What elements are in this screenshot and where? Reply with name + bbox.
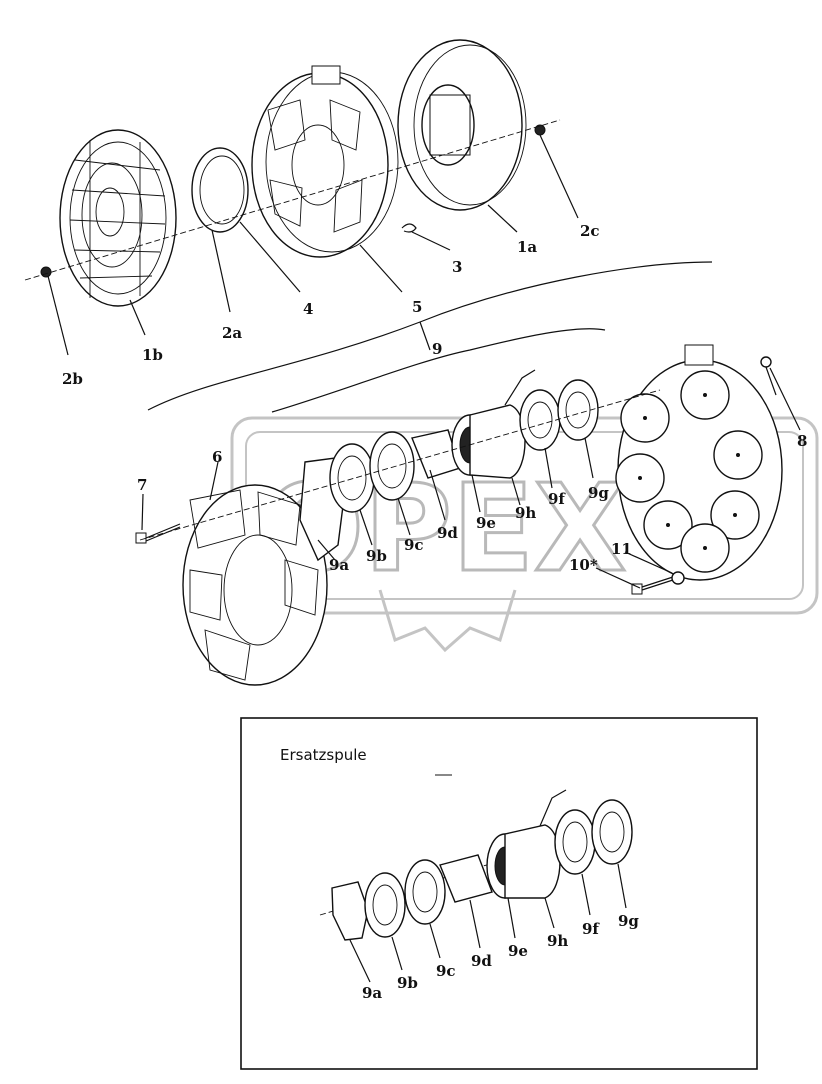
inset-9a-coil-seal (331, 881, 369, 941)
leader-lines-lower (141, 367, 801, 589)
inset-callout-9a: 9a (362, 984, 382, 1002)
callout-9f: 9f (548, 490, 566, 508)
part-9b-washer (329, 443, 375, 513)
callout-9g: 9g (588, 484, 609, 502)
callout-labels: 1a 1b 2a 2b 2c 3 4 5 6 7 8 9 9a 9b 9c 9d… (62, 222, 807, 574)
callout-8: 8 (797, 432, 807, 450)
callout-1b: 1b (142, 346, 163, 364)
part-1b-fan-disc (59, 129, 177, 307)
part-2b-nut (40, 266, 52, 278)
inset-9c-washer (404, 859, 446, 925)
inset-callout-9f: 9f (582, 920, 600, 938)
part-9c-washer (369, 431, 415, 501)
inset-callout-9b: 9b (397, 974, 418, 992)
callout-9h: 9h (515, 504, 536, 522)
callout-3: 3 (452, 258, 462, 276)
axis-line-lower (139, 389, 661, 541)
inset-callout-9d: 9d (471, 952, 492, 970)
inset-9h-coil-body (504, 789, 567, 899)
callout-9b: 9b (366, 547, 387, 565)
callout-1a: 1a (517, 238, 537, 256)
inset-9d-sleeve (439, 854, 493, 903)
inset-callout-9h: 9h (547, 932, 568, 950)
inset-replacement-coil: Ersatzspule (240, 717, 758, 1070)
inset-callout-9c: 9c (436, 962, 456, 980)
callout-4: 4 (303, 300, 313, 318)
leader-lines-upper (47, 134, 579, 356)
part-9-cable (147, 261, 713, 413)
part-2a-ring (191, 147, 249, 233)
part-1a-brake-disc (397, 39, 527, 211)
callout-9c: 9c (404, 536, 424, 554)
part-8-bolt (760, 356, 777, 396)
part-5-housing (251, 65, 399, 258)
callout-5: 5 (412, 298, 422, 316)
callout-2b: 2b (62, 370, 83, 388)
part-2c-nut (534, 124, 546, 136)
callout-9a: 9a (329, 556, 349, 574)
callout-6: 6 (212, 448, 222, 466)
callout-9: 9 (432, 340, 442, 358)
callout-2c: 2c (580, 222, 600, 240)
inset-callout-9e: 9e (508, 942, 528, 960)
part-8-magnet-housing (615, 344, 783, 581)
inset-9g-washer (591, 799, 633, 865)
part-7-bolt (135, 523, 181, 544)
part-3-clip (401, 223, 417, 233)
part-9h-coil-body (469, 369, 536, 479)
inset-leader-lines (349, 863, 627, 983)
callout-9e: 9e (476, 514, 496, 532)
inset-9b-washer (364, 872, 406, 938)
part-10-bolt (631, 575, 677, 595)
inset-9f-washer (554, 809, 596, 875)
part-11-nut (671, 571, 685, 585)
callout-2a: 2a (222, 324, 242, 342)
callout-7: 7 (137, 476, 147, 494)
axis-line-upper (24, 119, 561, 281)
part-6-pad-ring (182, 484, 328, 686)
inset-title: Ersatzspule (280, 746, 367, 764)
callout-9d: 9d (437, 524, 458, 542)
part-9g-washer (557, 379, 599, 441)
inset-callout-9g: 9g (618, 912, 639, 930)
part-9f-washer (519, 389, 561, 451)
callout-10: 10* (569, 556, 598, 574)
callout-11: 11 (611, 540, 632, 558)
